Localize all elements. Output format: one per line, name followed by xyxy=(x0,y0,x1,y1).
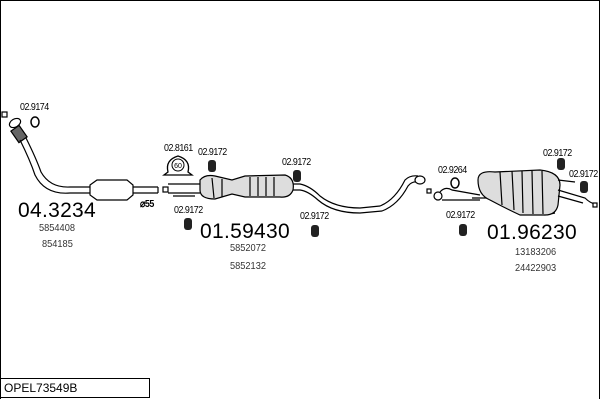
middle-silencer-oe-2: 5852132 xyxy=(230,260,266,272)
rear-silencer-drawing xyxy=(433,169,598,216)
front-pipe-oe-2: 854185 xyxy=(42,238,73,250)
rear-silencer-oe-2: 24422903 xyxy=(515,262,557,274)
front-pipe-oe-1: 5854408 xyxy=(39,222,75,234)
hanger-label: 02.9172 xyxy=(174,204,203,216)
hanger-icon xyxy=(580,181,588,193)
hanger-label: 02.9172 xyxy=(569,168,598,180)
hanger-label: 02.9172 xyxy=(446,209,475,221)
hanger-icons xyxy=(184,158,588,237)
front-pipe-number: 04.3234 xyxy=(18,199,97,222)
clamp-label: 02.8161 xyxy=(164,142,193,154)
hanger-icon xyxy=(208,160,216,172)
hanger-label: 02.9172 xyxy=(282,156,311,168)
hanger-label: 02.9172 xyxy=(198,146,227,158)
hanger-label: 02.9172 xyxy=(300,210,329,222)
hanger-icon xyxy=(311,225,319,237)
front-pipe-drawing xyxy=(1,111,169,201)
rear-silencer-oe-1: 13183206 xyxy=(515,246,557,258)
clamp-icon: 60 xyxy=(162,155,194,176)
hanger-icon xyxy=(293,170,301,182)
ring-front-label: 02.9174 xyxy=(20,101,49,113)
ring-icon xyxy=(30,116,40,128)
diagram-code: OPEL73549B xyxy=(0,378,150,398)
diameter-label: ⌀55 xyxy=(140,198,154,210)
middle-silencer-drawing xyxy=(168,174,432,214)
hanger-icon xyxy=(459,224,467,236)
middle-silencer-number: 01.59430 xyxy=(200,220,290,243)
ring-rear-label: 02.9264 xyxy=(438,164,467,176)
hanger-label: 02.9172 xyxy=(543,147,572,159)
clamp-size: 60 xyxy=(174,163,182,170)
hanger-icon xyxy=(184,218,192,230)
ring-icon xyxy=(450,177,460,189)
middle-silencer-oe-1: 5852072 xyxy=(230,242,266,254)
rear-silencer-number: 01.96230 xyxy=(487,221,577,244)
hanger-icon xyxy=(557,158,565,170)
